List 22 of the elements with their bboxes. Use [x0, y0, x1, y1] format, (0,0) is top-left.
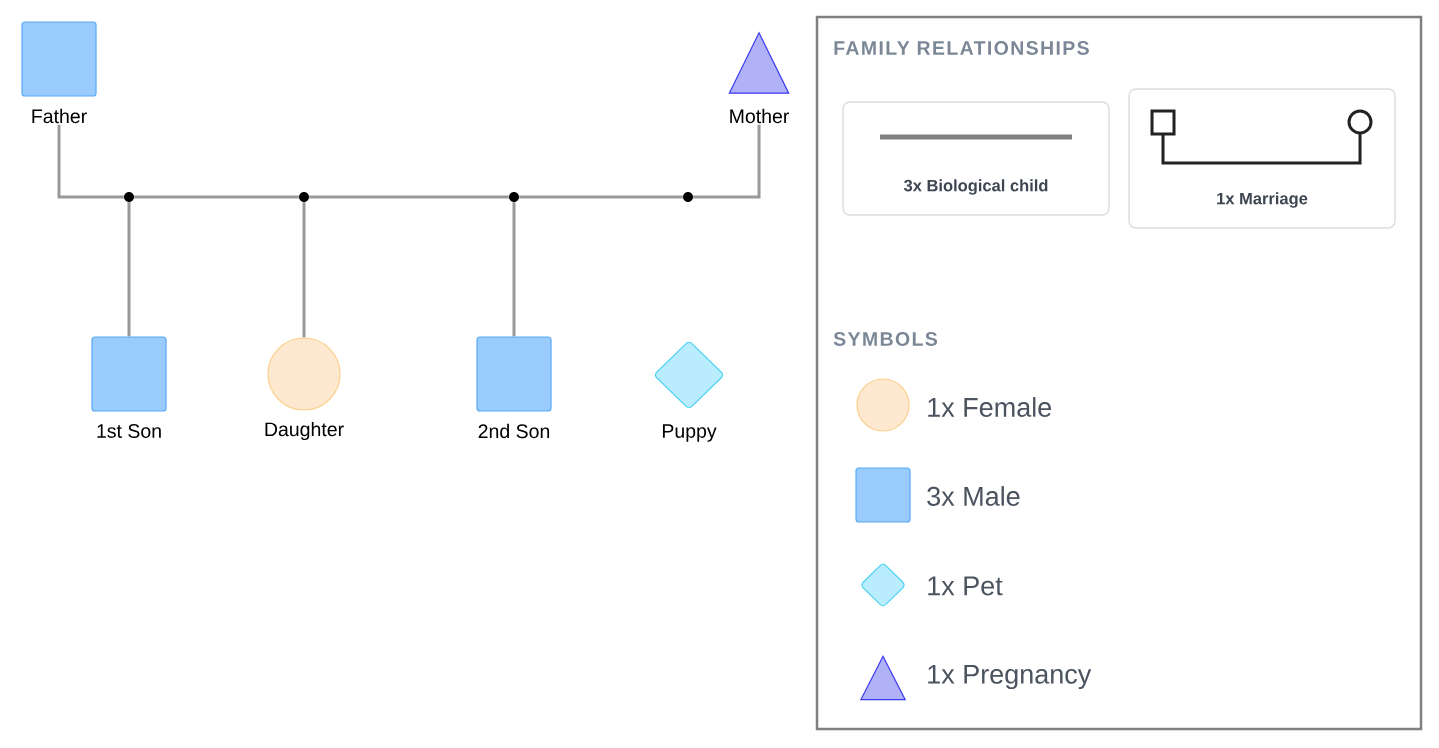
name-label: Puppy: [662, 424, 717, 442]
name-label: Mother: [730, 108, 789, 124]
name-label: Father: [32, 108, 87, 124]
connector-line: [302, 202, 306, 338]
name-label: Daughter: [265, 421, 344, 441]
legend-card: 3x Biological child: [842, 101, 1110, 216]
name-label: 2nd Son: [478, 423, 550, 439]
section-heading: FAMILY RELATIONSHIPS: [834, 41, 1089, 55]
connector-line: [519, 195, 683, 199]
connector-line: [134, 195, 299, 199]
section-heading: SYMBOLS: [833, 332, 938, 346]
name-label: 1st Son: [97, 424, 161, 438]
legend-text: 1x Pet: [928, 576, 1003, 596]
connector-line: [512, 202, 516, 337]
connector-line: [309, 195, 509, 199]
legend-card: 1x Marriage: [1128, 88, 1396, 229]
connector-line: [127, 202, 131, 337]
legend-text: 1x Pregnancy: [928, 664, 1092, 690]
legend-text: 1x Female: [928, 397, 1052, 417]
legend-text: 3x Male: [927, 486, 1020, 506]
connector-line: [57, 124, 124, 199]
connector-line: [693, 124, 761, 199]
